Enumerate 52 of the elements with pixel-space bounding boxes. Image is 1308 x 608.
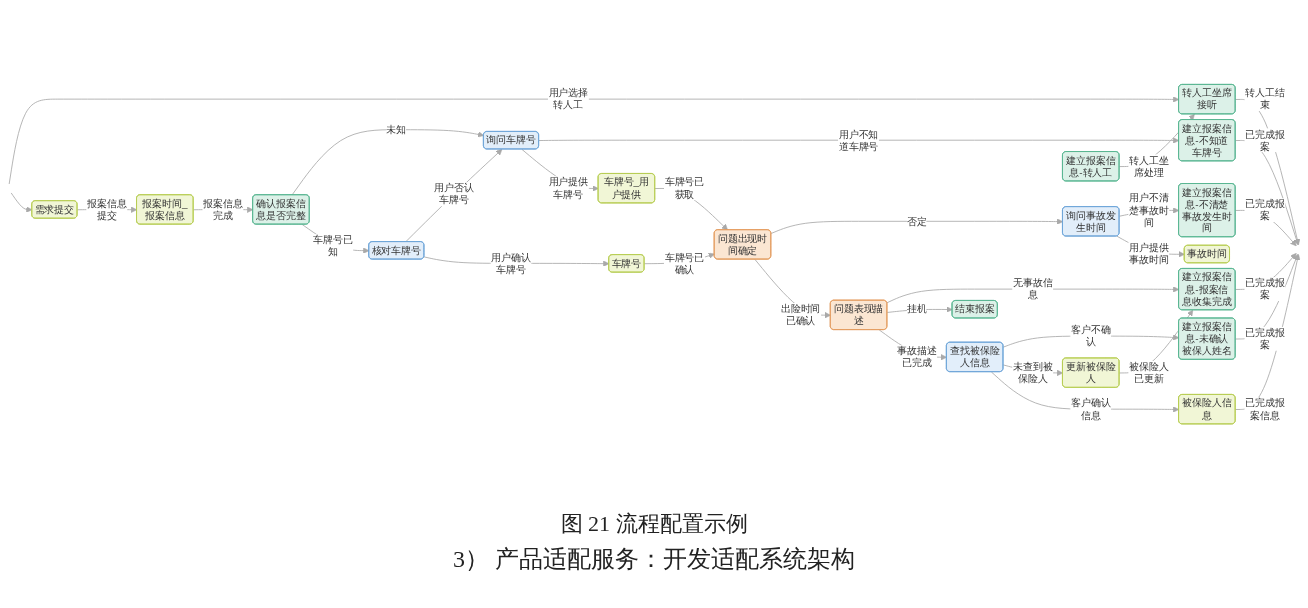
edge-label: 用户不清楚事故时间 [1128, 192, 1170, 229]
process-node: 建立报案信息-未确认被保人姓名 [1178, 318, 1236, 361]
process-node: 转人工坐席接听 [1178, 84, 1236, 115]
edge-label: 出险时间已确认 [780, 303, 822, 328]
process-node: 被保险人信息 [1178, 394, 1236, 425]
edge-label: 车牌号已确认 [663, 251, 705, 276]
edge-label: 已完成报案 [1244, 128, 1286, 153]
process-node: 问题表现描述 [829, 300, 888, 331]
process-node: 事故时间 [1183, 245, 1230, 264]
figure-caption: 图 21 流程配置示例 [560, 510, 748, 538]
edge-label: 客户确认信息 [1070, 397, 1112, 422]
edge-label: 客户不确认 [1070, 324, 1112, 349]
process-node: 车牌号 [608, 254, 645, 273]
edge-label: 事故描述已完成 [896, 345, 938, 370]
edge-label: 车牌号已知 [312, 234, 354, 259]
process-node: 建立报案信息-报案信息收集完成 [1178, 268, 1236, 311]
edge-label: 用户确认车牌号 [490, 251, 532, 276]
edge-label: 无事故信息 [1012, 277, 1054, 302]
process-node: 更新被保险人 [1062, 357, 1120, 389]
edge-label: 用户否认车牌号 [433, 182, 475, 207]
process-node: 需求提交 [31, 200, 78, 219]
edge-label: 已完成报案信息 [1244, 397, 1286, 422]
process-node: 建立报案信息-不知道车牌号 [1178, 119, 1236, 162]
process-node: 查找被保险人信息 [946, 342, 1004, 373]
edge-label: 用户不知道车牌号 [838, 128, 880, 153]
process-node: 核对车牌号 [368, 241, 425, 260]
edge-label: 已完成报案 [1244, 277, 1286, 302]
edge-label: 报案信息提交 [86, 197, 128, 222]
edge-label: 否定 [906, 215, 927, 228]
edge-label: 报案信息完成 [202, 197, 244, 222]
process-node: 问题出现时间确定 [713, 229, 772, 260]
edge-label: 未知 [386, 124, 407, 136]
body-text: 3） 产品适配服务：开发适配系统架构 [453, 545, 855, 574]
edge-label: 转人工结束 [1244, 87, 1286, 112]
edge-label: 用户选择转人工 [547, 87, 589, 112]
process-node: 询问事故发生时间 [1062, 206, 1120, 237]
edge-label: 用户提供事故时间 [1128, 242, 1170, 267]
edge-label: 挂机 [906, 303, 927, 316]
edge-label: 车牌号已获取 [663, 176, 705, 201]
process-node: 建立报案信息-转人工 [1062, 151, 1120, 182]
process-node: 建立报案信息-不清楚事故发生时间 [1178, 183, 1236, 238]
process-node: 车牌号_用户提供 [597, 173, 656, 204]
edge-label: 转人工坐席处理 [1128, 154, 1170, 179]
process-node: 报案时间_报案信息 [136, 194, 194, 225]
edge-label: 已完成报案 [1244, 327, 1286, 351]
process-node: 结束报案 [951, 300, 998, 319]
edge-label: 已完成报案 [1244, 198, 1286, 223]
edge-label: 被保险人已更新 [1128, 361, 1170, 385]
process-node: 确认报案信息是否完整 [252, 194, 310, 225]
edge-label: 未查到被保险人 [1012, 361, 1054, 385]
process-node: 询问车牌号 [483, 131, 539, 150]
edge-label: 用户提供车牌号 [547, 176, 589, 201]
